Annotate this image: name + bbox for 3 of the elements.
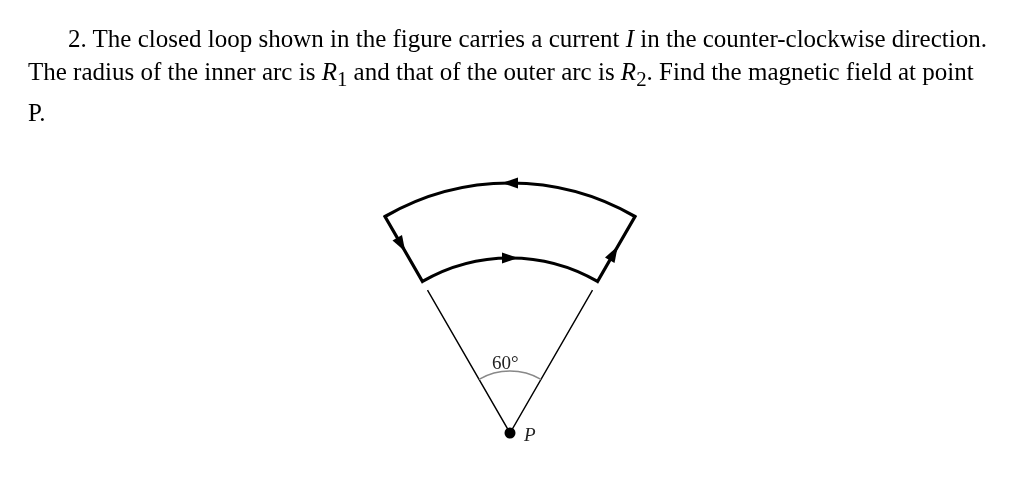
point-label: P: [524, 424, 536, 446]
angle-label: 60°: [492, 352, 519, 374]
question-text: 2. The closed loop shown in the figure carries a current I in the counter-clockwise direction. The radius of the inner arc is R$_{1}$ and that of the outer arc is R$_{2}$. Find the magnetic field at point P.: [28, 24, 988, 128]
